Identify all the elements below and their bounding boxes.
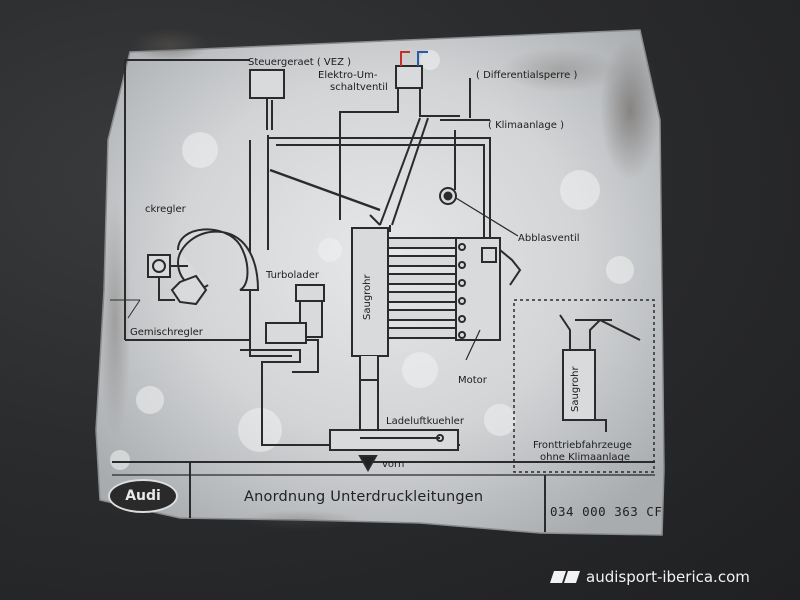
watermark-logo-icon xyxy=(550,571,580,583)
audi-logo-text: Audi xyxy=(125,488,161,504)
label-klimaanlage: ( Klimaanlage ) xyxy=(488,120,565,131)
label-steuergeraet: Steuergeraet ( VEZ ) xyxy=(248,57,352,68)
part-number: 034 000 363 CF xyxy=(550,504,663,519)
audi-logo: Audi xyxy=(108,479,178,513)
label-vorn: vorn xyxy=(382,459,405,470)
label-fronttrieb-line1: Fronttriebfahrzeuge xyxy=(533,440,632,451)
label-gemischregler: Gemischregler xyxy=(130,327,203,338)
label-motor: Motor xyxy=(458,375,487,386)
watermark: audisport-iberica.com xyxy=(550,568,750,586)
label-elektro-line2: schaltventil xyxy=(330,82,388,93)
label-saugrohr-inset: Saugrohr xyxy=(570,366,581,412)
label-fronttrieb-line2: ohne Klimaanlage xyxy=(540,452,630,463)
label-elektro-line1: Elektro-Um- xyxy=(318,70,378,81)
label-differentialsperre: ( Differentialsperre ) xyxy=(476,70,578,81)
label-abblasventil: Abblasventil xyxy=(518,233,580,244)
label-turbolader: Turbolader xyxy=(266,270,320,281)
label-druckregler: ckregler xyxy=(145,204,186,215)
label-saugrohr: Saugrohr xyxy=(362,274,373,320)
label-ladeluftkuehler: Ladeluftkuehler xyxy=(386,416,464,427)
watermark-text: audisport-iberica.com xyxy=(586,568,750,586)
plate-title: Anordnung Unterdruckleitungen xyxy=(244,489,484,505)
